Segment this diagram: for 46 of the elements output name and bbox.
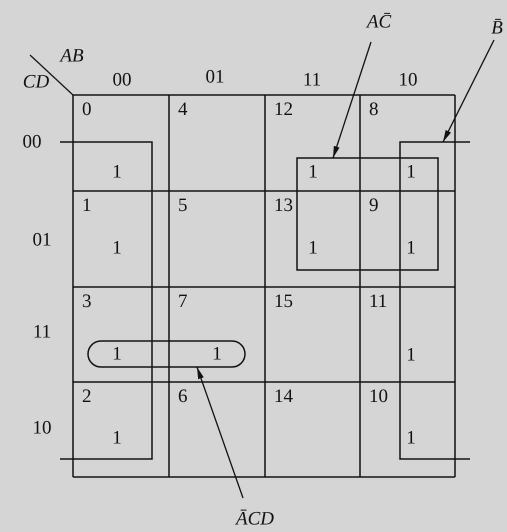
- cell-value: 1: [308, 162, 318, 182]
- row-header: 00: [22, 132, 42, 152]
- cell-value: 1: [112, 344, 122, 364]
- group-loop: [399, 141, 470, 460]
- cell-value: 1: [406, 238, 416, 258]
- cell-index: 11: [369, 292, 388, 311]
- leader-line: [196, 366, 244, 498]
- cell-value: 1: [406, 428, 416, 448]
- column-header: 11: [302, 70, 322, 90]
- cell-index: 5: [178, 196, 188, 215]
- leader-line: [332, 42, 372, 158]
- cell-value: 1: [406, 346, 416, 364]
- column-header: 01: [206, 68, 224, 86]
- cell-index: 10: [369, 387, 388, 406]
- group-loop: [296, 157, 439, 271]
- cell-index: 13: [274, 196, 293, 215]
- cell-index: 8: [369, 100, 378, 119]
- cell-value: 1: [406, 162, 416, 182]
- row-header: 11: [32, 322, 52, 342]
- cell-index: 15: [274, 292, 293, 311]
- group-loop: [87, 340, 246, 368]
- cell-value: 1: [112, 428, 122, 448]
- row-header: 01: [32, 230, 52, 250]
- leader-line: [442, 40, 495, 142]
- column-header: 00: [112, 70, 132, 90]
- column-header: 10: [398, 70, 418, 90]
- cell-value: 1: [112, 238, 122, 258]
- cell-index: 4: [178, 100, 188, 119]
- term-label: ĀCD: [236, 510, 274, 528]
- cell-value: 1: [308, 238, 318, 258]
- cell-index: 6: [178, 387, 188, 406]
- row-header: 10: [32, 418, 52, 438]
- axis-label: CD: [22, 72, 50, 92]
- axis-label: AB: [60, 46, 84, 66]
- cell-value: 1: [112, 162, 122, 182]
- cell-index: 3: [82, 292, 92, 311]
- cell-index: 7: [178, 292, 188, 311]
- term-label: AC̄: [366, 12, 392, 32]
- cell-index: 12: [274, 100, 293, 119]
- cell-index: 9: [369, 196, 378, 215]
- term-label: B̄: [491, 18, 503, 38]
- cell-index: 0: [82, 100, 92, 119]
- cell-index: 1: [82, 196, 92, 215]
- cell-index: 2: [82, 387, 92, 406]
- cell-value: 1: [212, 344, 222, 364]
- cell-index: 14: [274, 387, 293, 406]
